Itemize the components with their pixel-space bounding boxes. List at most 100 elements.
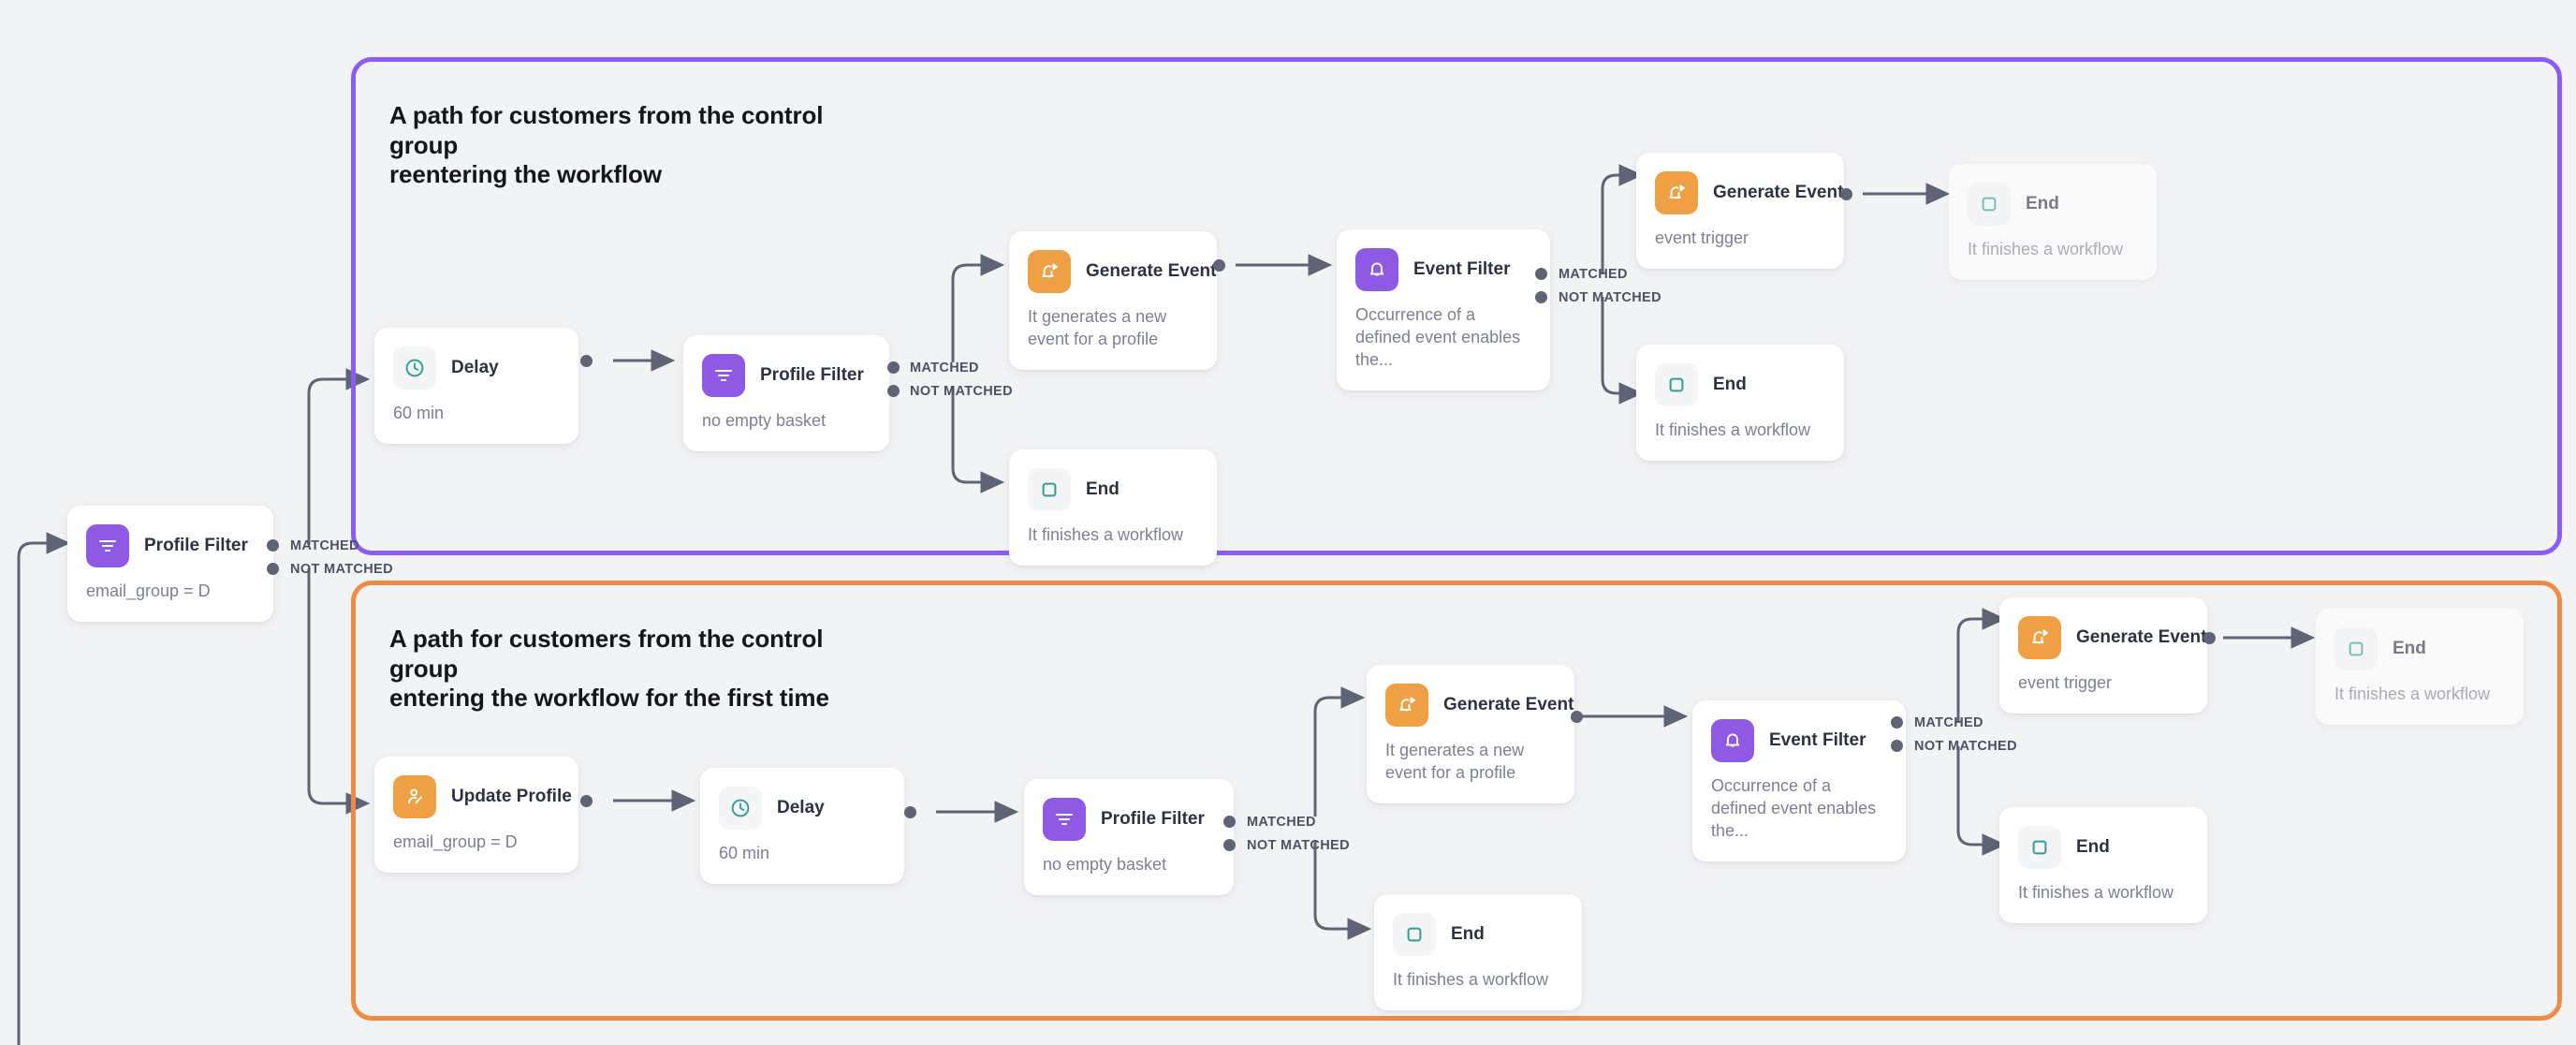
filter-icon — [702, 354, 745, 397]
group-control-first-time[interactable]: A path for customers from the control gr… — [351, 581, 2562, 1021]
node-top-profile-filter[interactable]: Profile Filter no empty basket — [683, 335, 889, 451]
node-head: Profile Filter — [702, 354, 869, 397]
node-subtitle: It finishes a workflow — [2018, 883, 2174, 902]
node-top-generate-event-2[interactable]: Generate Event event trigger — [1636, 153, 1844, 269]
generate-event-icon — [2018, 616, 2061, 659]
stop-square-icon — [1028, 468, 1071, 511]
node-title: Event Filter — [1769, 730, 1866, 750]
generate-event-icon — [1655, 171, 1698, 214]
node-subtitle: It finishes a workflow — [2334, 684, 2491, 703]
port-out[interactable] — [1571, 711, 1583, 723]
bell-icon — [1355, 248, 1398, 291]
node-head: End — [1968, 183, 2136, 226]
port-label-matched: MATCHED — [1247, 815, 1316, 830]
node-title: Generate Event — [1443, 695, 1574, 714]
port-label-matched: MATCHED — [1559, 267, 1628, 282]
node-head: End — [1393, 913, 1561, 956]
port-not-matched[interactable] — [1223, 839, 1236, 851]
node-bot-end-2[interactable]: End It finishes a workflow — [2316, 609, 2524, 725]
node-subtitle: email_group = D — [86, 581, 211, 600]
node-top-event-filter[interactable]: Event Filter Occurrence of a defined eve… — [1337, 229, 1550, 390]
port-not-matched[interactable] — [887, 385, 900, 397]
node-bot-event-filter[interactable]: Event Filter Occurrence of a defined eve… — [1692, 700, 1906, 861]
port-matched[interactable] — [1891, 716, 1903, 729]
group-title-control-first-time: A path for customers from the control gr… — [389, 625, 829, 713]
node-top-delay[interactable]: Delay 60 min — [374, 328, 578, 444]
port-matched[interactable] — [1223, 816, 1236, 828]
node-head: Delay — [393, 346, 558, 390]
node-title: End — [1086, 479, 1120, 499]
port-not-matched[interactable] — [1891, 740, 1903, 752]
node-head: End — [1655, 363, 1823, 406]
node-head: Generate Event — [1028, 250, 1216, 293]
filter-icon — [1043, 798, 1086, 841]
node-top-end-1[interactable]: End It finishes a workflow — [1009, 449, 1217, 566]
stop-square-icon — [2334, 627, 2378, 670]
clock-icon — [719, 787, 762, 830]
node-subtitle: It finishes a workflow — [1655, 420, 1811, 439]
port-matched[interactable] — [267, 539, 279, 552]
node-top-generate-event[interactable]: Generate Event It generates a new event … — [1009, 231, 1217, 370]
node-head: End — [2334, 627, 2503, 670]
generate-event-icon — [1028, 250, 1071, 293]
node-head: End — [1028, 468, 1196, 511]
group-control-reentering[interactable]: A path for customers from the control gr… — [351, 57, 2562, 555]
node-top-end-3[interactable]: End It finishes a workflow — [1636, 345, 1844, 461]
node-subtitle: It finishes a workflow — [1968, 240, 2124, 258]
node-top-end-2[interactable]: End It finishes a workflow — [1949, 164, 2157, 280]
port-matched[interactable] — [1535, 268, 1547, 280]
node-head: Generate Event — [1385, 684, 1573, 727]
node-subtitle: no empty basket — [1043, 855, 1167, 874]
port-not-matched[interactable] — [1535, 291, 1547, 303]
stop-square-icon — [2018, 826, 2061, 869]
node-subtitle: event trigger — [2018, 673, 2113, 692]
node-subtitle: It finishes a workflow — [1028, 525, 1184, 544]
node-title: End — [2076, 837, 2110, 857]
node-subtitle: 60 min — [719, 844, 770, 862]
port-matched[interactable] — [887, 361, 900, 374]
node-bot-delay[interactable]: Delay 60 min — [700, 768, 904, 884]
node-head: Event Filter — [1355, 248, 1530, 291]
node-title: End — [2393, 639, 2426, 658]
node-subtitle: It finishes a workflow — [1393, 970, 1549, 989]
port-out[interactable] — [1840, 188, 1852, 200]
node-title: Delay — [777, 798, 825, 817]
node-subtitle: no empty basket — [702, 411, 827, 430]
port-out[interactable] — [1213, 259, 1225, 272]
node-title: Event Filter — [1413, 259, 1511, 279]
node-title: End — [2026, 194, 2059, 213]
node-title: Profile Filter — [1101, 809, 1205, 829]
node-head: End — [2018, 826, 2187, 869]
node-subtitle: email_group = D — [393, 832, 518, 851]
node-bot-profile-filter[interactable]: Profile Filter no empty basket — [1024, 779, 1234, 895]
node-title: Update Profile — [451, 787, 572, 806]
port-label-matched: MATCHED — [1914, 715, 1983, 730]
port-not-matched[interactable] — [267, 563, 279, 575]
port-out[interactable] — [580, 795, 593, 807]
stop-square-icon — [1968, 183, 2011, 226]
port-label-not-matched: NOT MATCHED — [1559, 290, 1661, 305]
port-out[interactable] — [904, 806, 916, 818]
node-bot-end-1[interactable]: End It finishes a workflow — [1374, 894, 1582, 1010]
port-out[interactable] — [2203, 632, 2216, 644]
port-out[interactable] — [580, 355, 593, 367]
node-bot-end-3[interactable]: End It finishes a workflow — [1999, 807, 2207, 923]
node-subtitle: Occurrence of a defined event enables th… — [1711, 776, 1877, 840]
node-head: Update Profile — [393, 775, 572, 818]
node-bot-generate-event-2[interactable]: Generate Event event trigger — [1999, 597, 2207, 714]
node-title: End — [1713, 375, 1747, 394]
node-root-profile-filter[interactable]: Profile Filter email_group = D — [67, 506, 273, 622]
stop-square-icon — [1393, 913, 1436, 956]
node-bot-update-profile[interactable]: Update Profile email_group = D — [374, 757, 578, 873]
node-head: Delay — [719, 787, 884, 830]
node-title: Generate Event — [1086, 261, 1217, 281]
node-head: Profile Filter — [1043, 798, 1213, 841]
node-subtitle: Occurrence of a defined event enables th… — [1355, 305, 1521, 369]
node-subtitle: event trigger — [1655, 228, 1749, 247]
clock-icon — [393, 346, 436, 390]
node-bot-generate-event[interactable]: Generate Event It generates a new event … — [1367, 665, 1574, 803]
stop-square-icon — [1655, 363, 1698, 406]
node-title: Generate Event — [2076, 627, 2207, 647]
port-label-not-matched: NOT MATCHED — [290, 562, 393, 577]
